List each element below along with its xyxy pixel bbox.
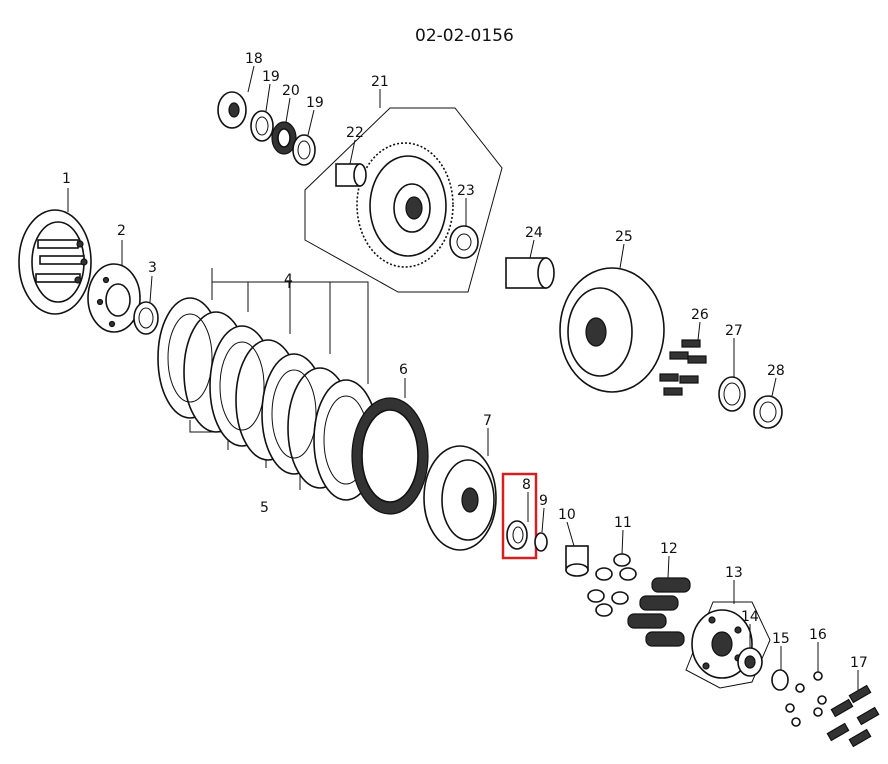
label-part-13: 13	[725, 565, 743, 581]
label-part-9: 9	[539, 493, 548, 509]
label-part-24: 24	[525, 225, 543, 241]
label-part-4: 4	[284, 272, 293, 288]
part-22-bushing	[335, 163, 367, 187]
label-part-3: 3	[148, 260, 157, 276]
diagram-code: 02-02-0156	[415, 26, 514, 46]
label-part-20: 20	[282, 83, 300, 99]
part-12-springs	[627, 577, 691, 647]
label-part-16: 16	[809, 627, 827, 643]
label-part-1: 1	[62, 171, 71, 187]
part-21-primary-gear	[356, 142, 454, 268]
label-part-25: 25	[615, 229, 633, 245]
part-3-washer	[133, 301, 159, 335]
label-part-17: 17	[850, 655, 868, 671]
part-6-friction-plate	[351, 397, 429, 515]
part-labels: 1 2 3 4 5 6 7 8 9 10 11 12 13 14 15 16 1…	[62, 51, 868, 671]
label-part-19-a: 19	[262, 69, 280, 85]
label-part-8: 8	[522, 477, 531, 493]
label-part-15: 15	[772, 631, 790, 647]
part-11-washers	[587, 553, 637, 617]
part-26-bolts	[659, 339, 707, 396]
label-part-23: 23	[457, 183, 475, 199]
label-part-6: 6	[399, 362, 408, 378]
part-15-cap	[771, 669, 789, 691]
part-16-small-washers	[785, 671, 827, 727]
label-part-19-b: 19	[306, 95, 324, 111]
highlight-box-part-8	[501, 472, 538, 560]
part-7-clutch-hub	[423, 445, 497, 551]
clutch-plate-stack	[157, 297, 379, 501]
label-part-18: 18	[245, 51, 263, 67]
part-2-lifter-plate	[87, 263, 141, 333]
label-part-27: 27	[725, 323, 743, 339]
label-part-12: 12	[660, 541, 678, 557]
label-part-10: 10	[558, 507, 576, 523]
part-8-lock-washer	[506, 520, 528, 550]
gear-group-outline	[304, 107, 503, 293]
part-1-pressure-disc	[18, 209, 92, 315]
part-17-bolts	[826, 684, 880, 748]
part-27-washer	[718, 376, 746, 412]
label-part-26: 26	[691, 307, 709, 323]
part-18-collar	[217, 91, 247, 129]
part-9-o-ring	[534, 532, 548, 552]
part-28-bearing-sleeve	[753, 395, 783, 429]
label-part-11: 11	[614, 515, 632, 531]
part-20-needle-bearing	[271, 121, 297, 155]
label-part-7: 7	[483, 413, 492, 429]
label-part-14: 14	[741, 609, 759, 625]
part-25-clutch-basket	[559, 267, 665, 393]
label-part-28: 28	[767, 363, 785, 379]
part-19-thrust-washer-a	[250, 110, 274, 142]
label-part-5: 5	[260, 500, 269, 516]
label-part-21: 21	[371, 74, 389, 90]
part-10-collar	[565, 545, 589, 577]
label-part-2: 2	[117, 223, 126, 239]
pressure-plate-group-outline	[685, 601, 771, 689]
part-23-seal	[449, 225, 479, 259]
leader-lines	[67, 65, 859, 690]
part-24-sleeve	[505, 257, 555, 289]
part-19-thrust-washer-b	[292, 134, 316, 166]
label-part-22: 22	[346, 125, 364, 141]
